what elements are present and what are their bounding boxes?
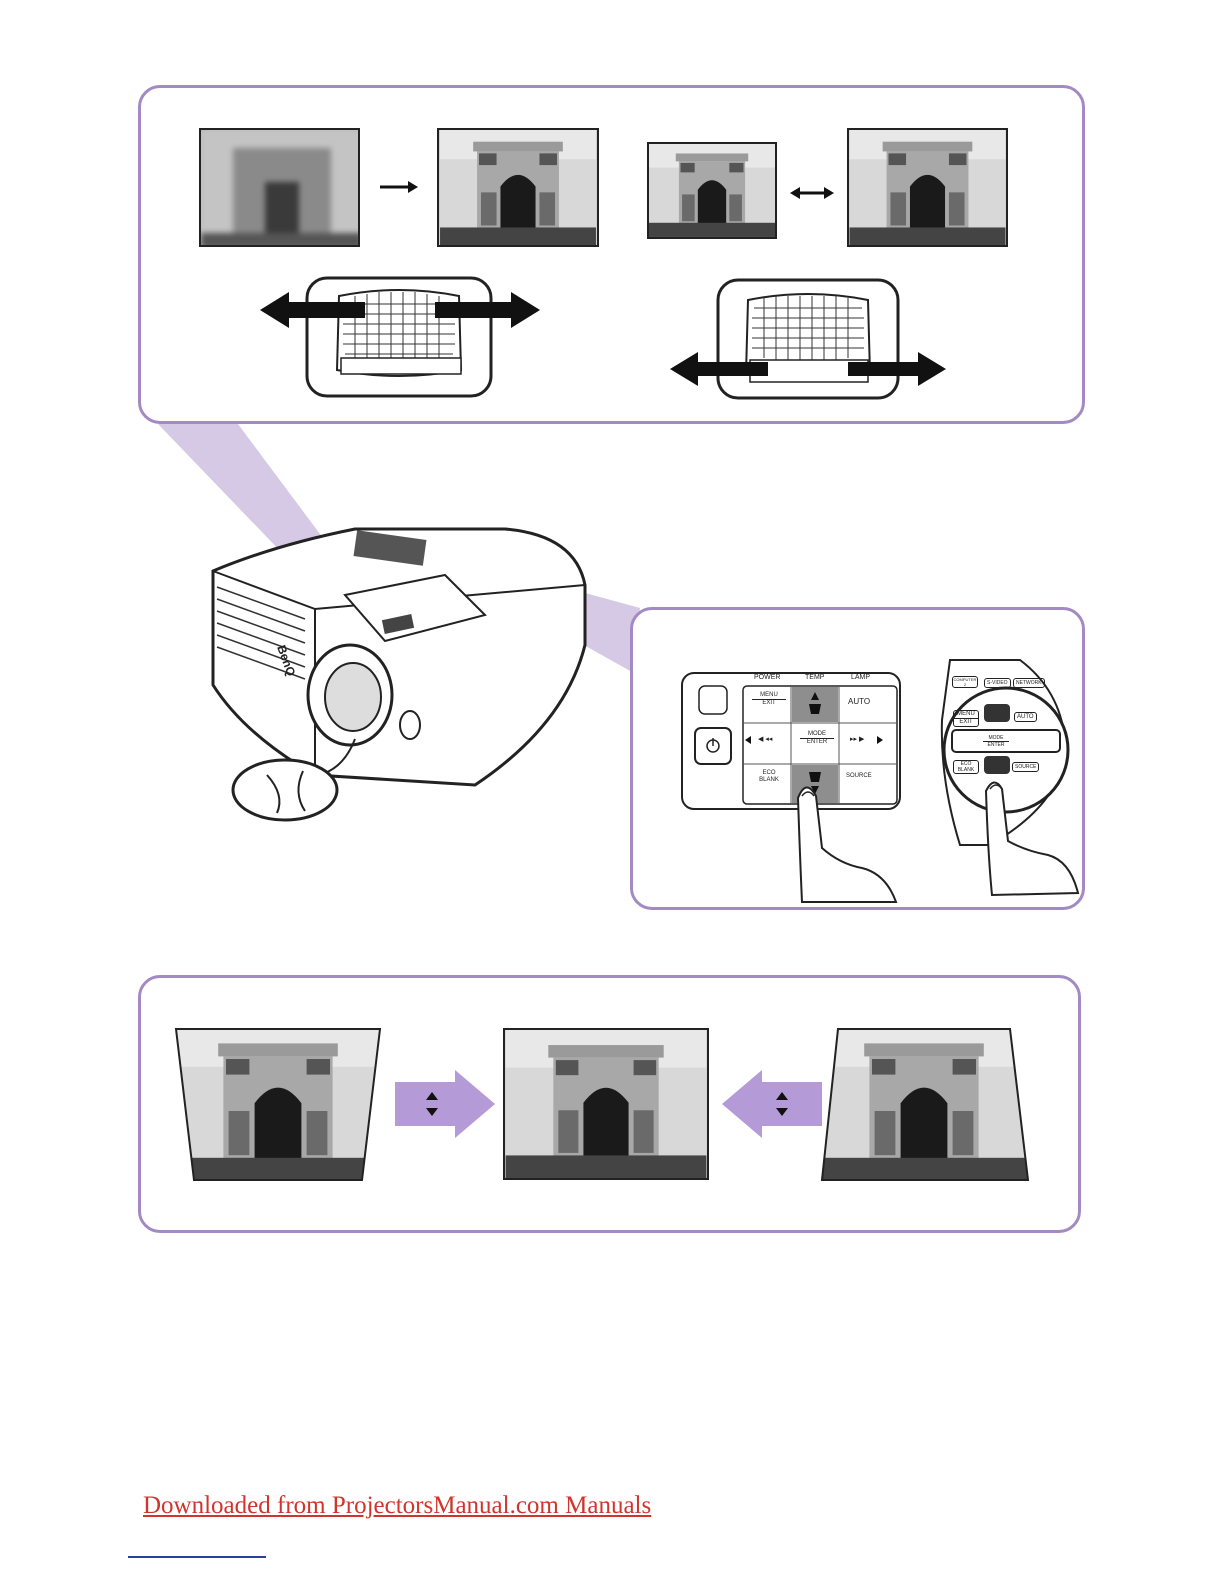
finger-icon (790, 778, 900, 908)
cp-vol-down-icon[interactable]: ◀ ◂◂ (758, 735, 772, 743)
remote-blank-label: BLANK (954, 767, 978, 773)
footer-rule (128, 1556, 266, 1558)
cp-exit-label: EXIT (752, 700, 786, 707)
download-source-link[interactable]: Downloaded from ProjectorsManual.com Man… (143, 1492, 651, 1520)
keystone-top-wide-image (174, 1027, 384, 1182)
remote-enter-label: ENTER (983, 742, 1009, 748)
remote-menu-exit-button[interactable]: MENU EXIT (953, 710, 979, 727)
finger-icon (982, 775, 1082, 900)
remote-mode-enter-button[interactable]: MODE ENTER (983, 735, 1009, 748)
cp-eco-label: ECO (752, 770, 786, 777)
remote-mode-label: MODE (983, 735, 1009, 742)
remote-computer-num-label: 2 (953, 682, 977, 687)
remote-svideo-button[interactable]: S-VIDEO (984, 678, 1011, 688)
cp-auto-button[interactable]: AUTO (848, 697, 870, 706)
cp-lamp-label: LAMP (851, 674, 870, 681)
cp-vol-up-icon[interactable]: ▸▸ ▶ (850, 735, 864, 743)
cp-eco-blank-button[interactable]: ECO BLANK (752, 770, 786, 784)
cp-enter-label: ENTER (800, 739, 834, 746)
cp-temp-label: TEMP (805, 674, 824, 681)
cp-power-label: POWER (754, 674, 780, 681)
remote-eco-blank-button[interactable]: ECO BLANK (953, 760, 979, 774)
arch-graphic (505, 1030, 707, 1178)
cp-blank-label: BLANK (752, 777, 786, 784)
keystone-increase-arrow (722, 1070, 822, 1140)
cp-menu-label: MENU (752, 692, 786, 700)
remote-source-button[interactable]: SOURCE (1012, 762, 1039, 772)
remote-exit-label: EXIT (954, 719, 978, 726)
cp-mode-enter-button[interactable]: MODE ENTER (800, 731, 834, 746)
remote-computer-button[interactable]: COMPUTER 2 (952, 676, 978, 688)
projector-illustration: BenQ (205, 525, 605, 825)
keystone-decrease-arrow (395, 1070, 495, 1140)
remote-menu-label: MENU (954, 711, 978, 719)
keystone-bottom-wide-image (820, 1027, 1030, 1182)
cp-menu-exit-button[interactable]: MENU EXIT (752, 692, 786, 707)
remote-network-button[interactable]: NETWORK (1013, 678, 1045, 688)
keystone-corrected-image (503, 1028, 709, 1180)
remote-auto-button[interactable]: AUTO (1014, 712, 1037, 722)
cp-mode-label: MODE (800, 731, 834, 739)
